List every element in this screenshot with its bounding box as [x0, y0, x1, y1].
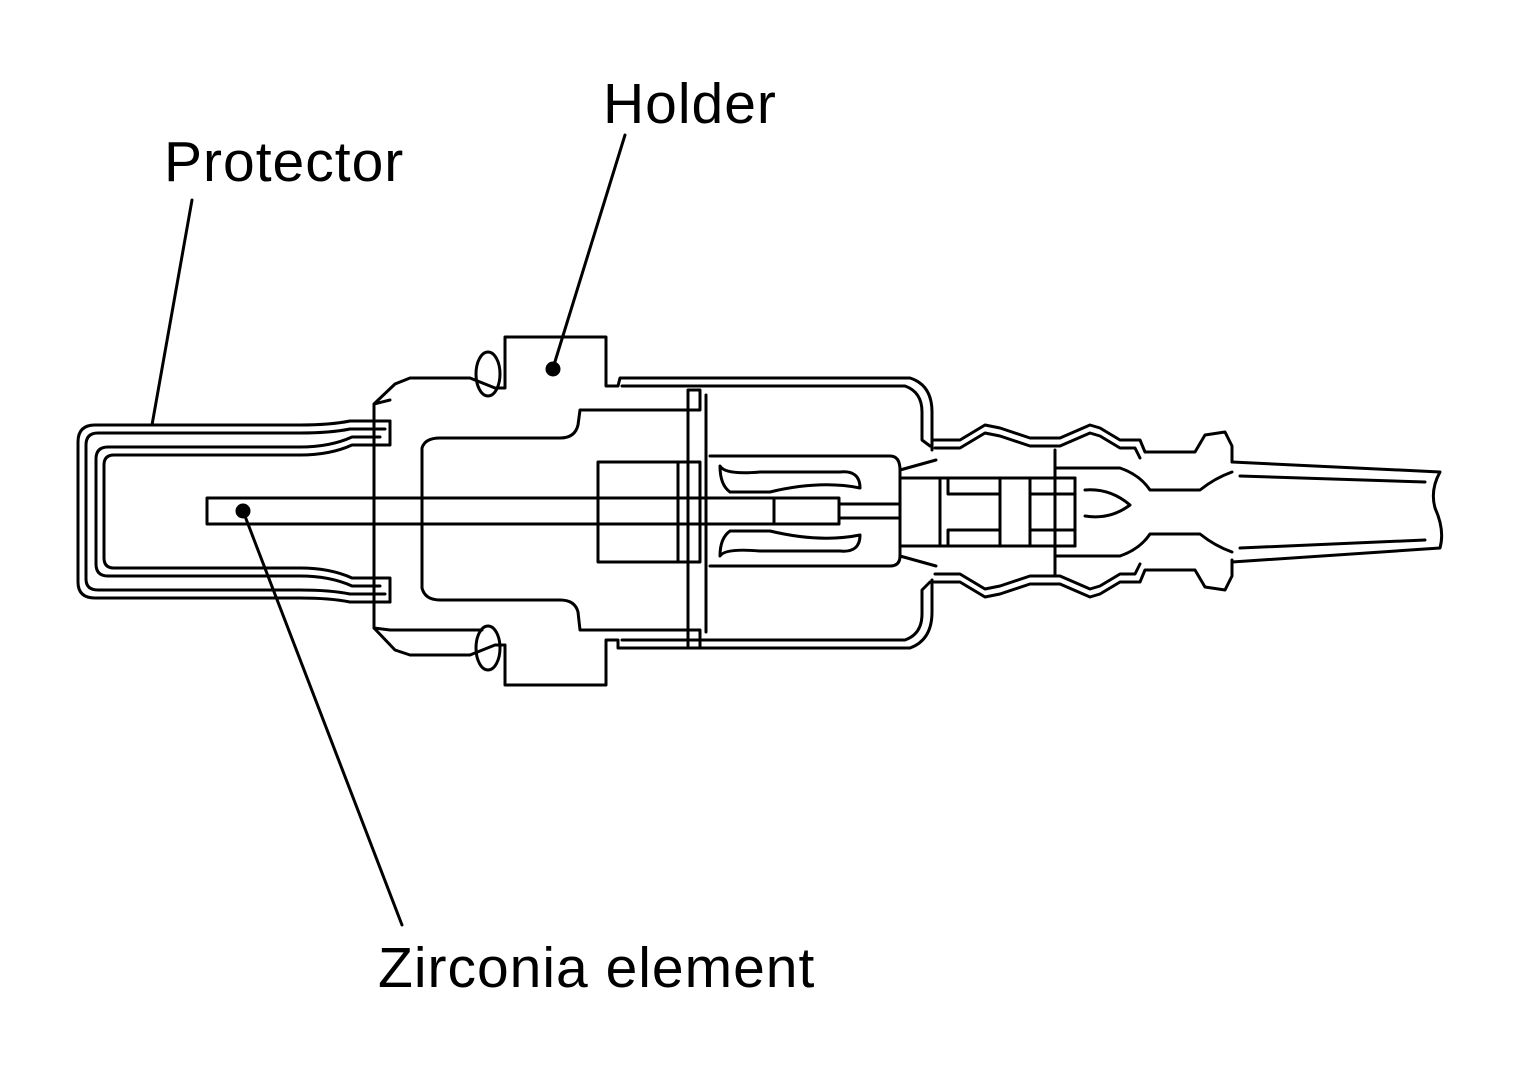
cable	[1230, 460, 1444, 564]
holder-leader	[551, 133, 627, 370]
leader-lines	[150, 133, 627, 927]
zirconia-leader	[241, 509, 404, 927]
protector-leader	[150, 198, 194, 427]
protector-cap	[76, 419, 392, 604]
inner-insulator	[704, 393, 938, 634]
holder-label: Holder	[603, 72, 777, 136]
zirconia-element	[205, 496, 902, 526]
holder-body	[372, 335, 934, 687]
holder-dot	[545, 361, 561, 377]
rear-connector	[898, 423, 1234, 599]
zirconia-dot	[235, 503, 251, 519]
protector-label: Protector	[164, 130, 405, 194]
zirconia-element-label: Zirconia element	[378, 936, 816, 1000]
